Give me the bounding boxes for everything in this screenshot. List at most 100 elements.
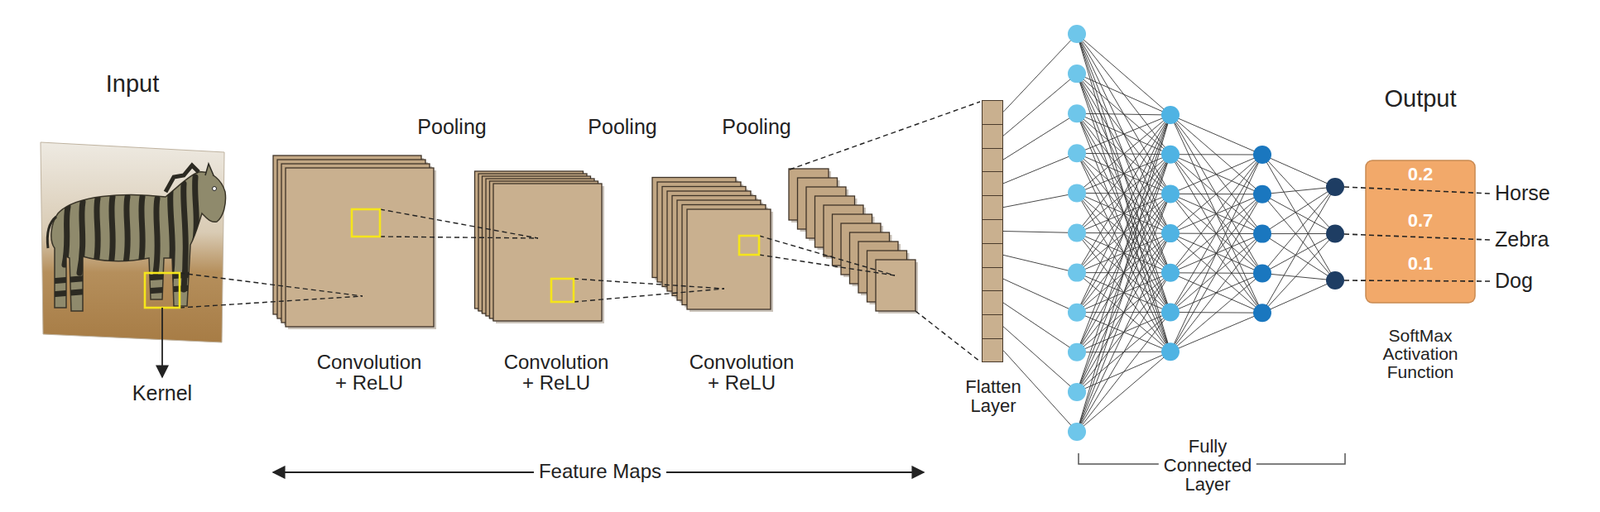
neuron	[1253, 225, 1272, 244]
label: Dog	[1494, 269, 1533, 294]
dense-wire	[1076, 33, 1171, 155]
dense-wire	[1262, 187, 1336, 274]
feature-map-stack	[273, 155, 437, 330]
label: Pooling	[587, 115, 657, 140]
feature-map	[285, 168, 434, 327]
dense-wire	[1262, 234, 1336, 274]
dense-wire	[1076, 115, 1171, 274]
dense-wire	[1170, 273, 1263, 352]
dense-wire	[1076, 115, 1171, 433]
dense-wire	[1076, 73, 1171, 352]
label: Pooling	[721, 115, 791, 140]
neuron	[1067, 224, 1086, 243]
feature-map-stack	[652, 177, 774, 313]
dense-wire	[1076, 312, 1171, 433]
dense-wire	[1076, 273, 1171, 433]
neuron	[1067, 183, 1086, 202]
zebra-figure	[47, 163, 226, 312]
neuron	[1253, 145, 1272, 164]
dense-wire	[1170, 154, 1263, 194]
dense-wire	[1170, 154, 1263, 314]
neuron	[1067, 144, 1086, 163]
dense-wire	[1262, 154, 1336, 281]
flatten-wire	[1003, 192, 1077, 207]
neuron	[1161, 264, 1180, 283]
label: Kernel	[132, 382, 193, 406]
flatten-wire	[1003, 113, 1077, 160]
neuron	[1326, 225, 1345, 244]
dense-wire	[1170, 115, 1263, 155]
kernel-squares	[144, 209, 760, 308]
neuron	[1067, 264, 1086, 283]
node-text: SoftMax Activation Function	[1382, 326, 1458, 382]
flatten-wire	[1003, 231, 1077, 234]
dense-wire	[1076, 115, 1171, 353]
dense-wire	[1262, 194, 1336, 281]
neuron	[1067, 24, 1086, 44]
neuron	[1067, 303, 1086, 322]
dense-wire	[1262, 280, 1336, 313]
dense-wire	[1170, 312, 1263, 352]
label: Zebra	[1494, 228, 1549, 252]
dense-wire	[1076, 113, 1171, 313]
feature-map	[875, 259, 916, 312]
dense-wire	[1170, 154, 1263, 274]
dense-wire	[1170, 154, 1263, 313]
dense-wire	[1076, 33, 1171, 274]
output-leaders	[1344, 187, 1490, 282]
dense-wire	[1076, 33, 1171, 234]
neuron	[1067, 104, 1086, 123]
softmax-output: 0.20.70.1SoftMax Activation Function	[1365, 160, 1476, 303]
dense-wire	[1076, 115, 1171, 393]
flatten-wire	[1003, 153, 1077, 184]
neuron	[1253, 185, 1272, 204]
neuron	[1253, 264, 1272, 283]
neuron	[1161, 224, 1180, 243]
label: Convolution + ReLU	[504, 351, 610, 394]
dense-wire	[1076, 33, 1171, 313]
kernel-arrow	[161, 307, 164, 378]
node-text: Flatten Layer	[965, 377, 1021, 416]
dense-wire	[1170, 154, 1263, 195]
label: Pooling	[417, 115, 486, 140]
neuron	[1253, 303, 1272, 322]
neuron	[1067, 383, 1086, 402]
dense-wire	[1262, 187, 1336, 235]
neuron	[1161, 105, 1180, 125]
label: Input	[105, 71, 160, 98]
neuron	[1067, 64, 1086, 83]
node-text: 0.2	[1407, 164, 1434, 184]
dense-wire	[1262, 154, 1336, 235]
dense-wire	[1076, 115, 1171, 234]
dense-wire	[1076, 193, 1171, 433]
neuron	[1326, 177, 1345, 197]
dense-wire	[1170, 115, 1263, 313]
dense-wire	[1170, 115, 1263, 274]
dense-wire	[1076, 73, 1171, 234]
neuron	[1326, 271, 1345, 290]
label: Horse	[1494, 182, 1551, 206]
label: Output	[1383, 86, 1456, 113]
label: Convolution + ReLU	[317, 351, 423, 394]
dense-wire	[1170, 115, 1263, 195]
dense-wire	[1262, 187, 1336, 313]
dense-wire	[1170, 154, 1263, 235]
label: Fully Connected Layer	[1158, 437, 1257, 495]
dense-wire	[1076, 33, 1171, 194]
dense-wire	[1170, 115, 1263, 235]
dense-wire	[1262, 234, 1336, 314]
neuron	[1161, 145, 1180, 164]
dense-wire	[1076, 33, 1171, 352]
dense-wire	[1170, 154, 1263, 352]
dense-wire	[1076, 73, 1171, 155]
dense-wire	[1076, 73, 1171, 274]
dense-wire	[1262, 273, 1336, 281]
flatten-layer: Flatten Layer	[981, 100, 1004, 363]
neuron	[1067, 343, 1086, 362]
node-text: 0.1	[1407, 254, 1434, 274]
dense-wire	[1076, 73, 1171, 194]
neuron	[1067, 422, 1086, 442]
